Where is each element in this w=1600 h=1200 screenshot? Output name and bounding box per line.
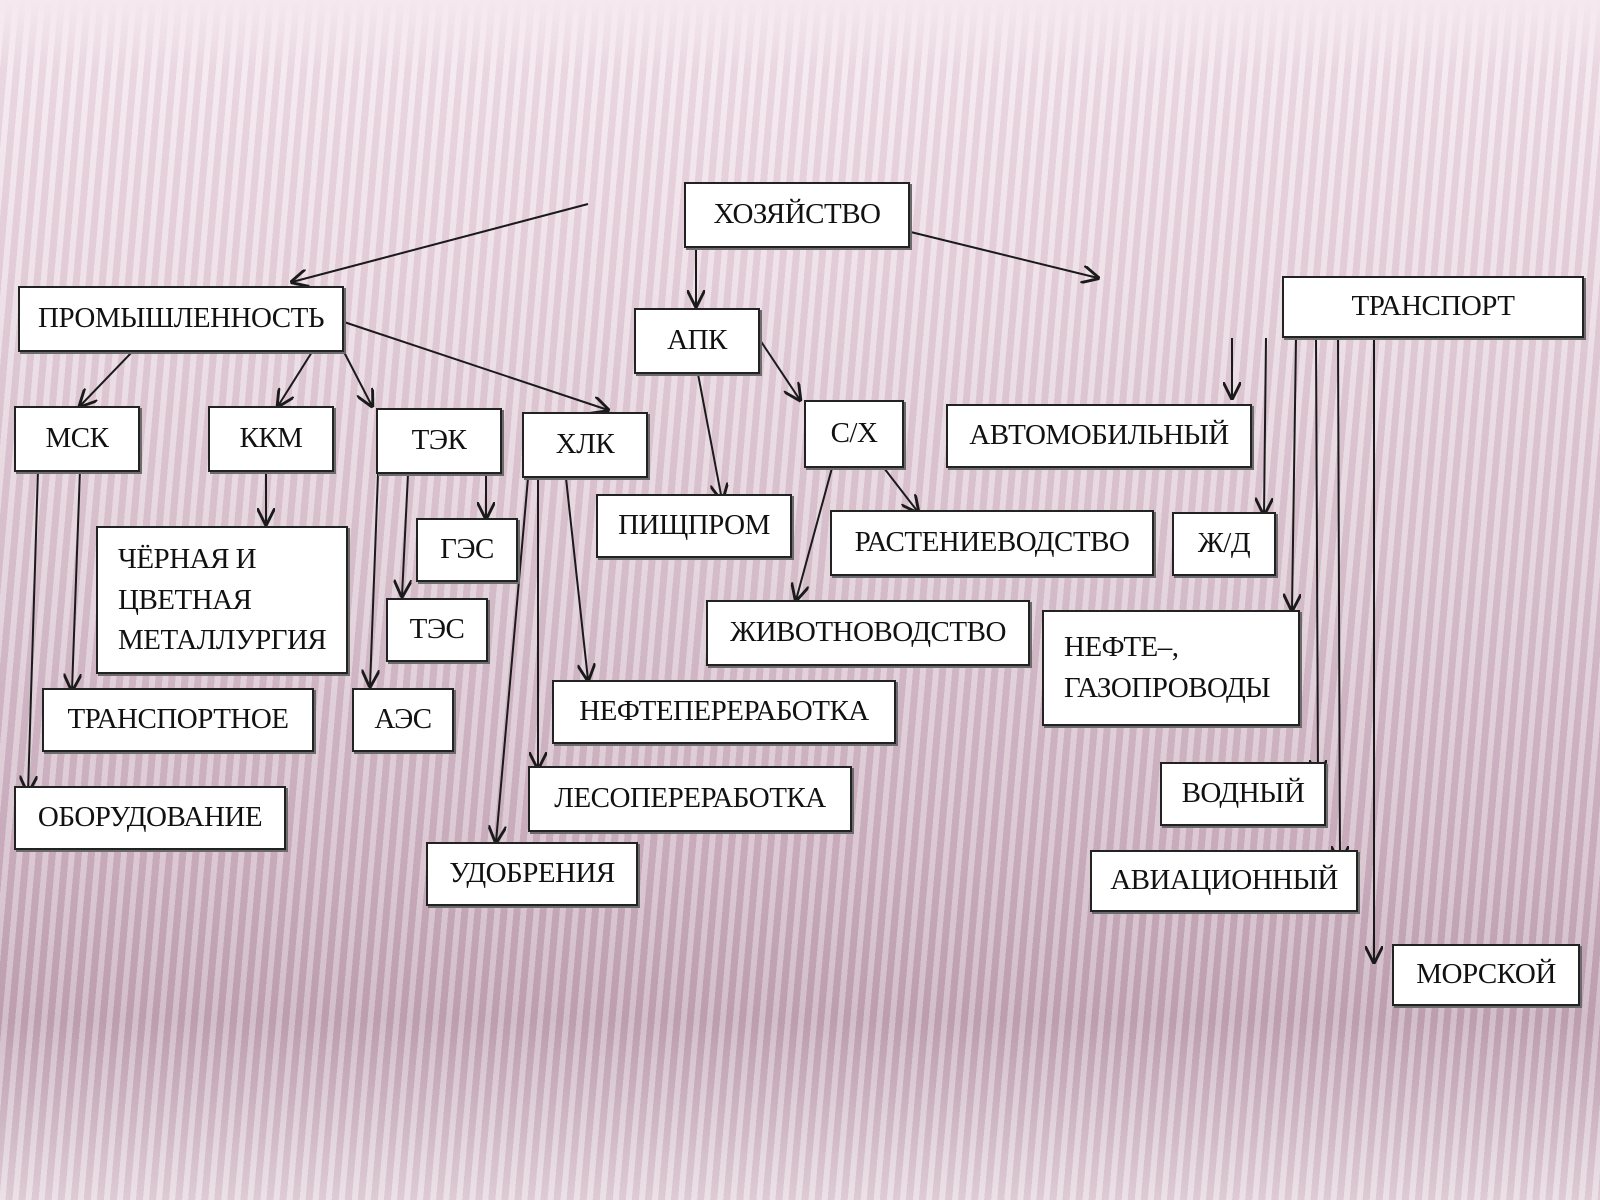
arrow-transport-to-water (1316, 337, 1318, 776)
node-sea-label: МОРСКОЙ (1416, 958, 1556, 991)
node-transport-equipment-label: ТРАНСПОРТНОЕ (67, 703, 289, 736)
node-msk: МСК (14, 406, 140, 472)
arrow-transport-to-air (1338, 337, 1340, 862)
arrow-root-to-industry (292, 203, 589, 282)
node-industry-label: ПРОМЫШЛЕННОСТЬ (38, 302, 324, 335)
node-metallurgy-line-1: ЧЁРНАЯ И (118, 543, 257, 576)
node-msk-label: МСК (45, 422, 109, 455)
node-fertilizers: УДОБРЕНИЯ (426, 842, 638, 906)
node-equipment: ОБОРУДОВАНИЕ (14, 786, 286, 850)
node-metallurgy: ЧЁРНАЯ И ЦВЕТНАЯ МЕТАЛЛУРГИЯ (96, 526, 348, 674)
node-ges: ГЭС (416, 518, 518, 582)
node-air: АВИАЦИОННЫЙ (1090, 850, 1358, 912)
arrow-hlk-to-oil-refining (565, 477, 588, 680)
arrow-tek-to-tes (402, 473, 408, 596)
node-metallurgy-line-2: ЦВЕТНАЯ (118, 583, 252, 616)
node-root-economy-label: ХОЗЯЙСТВО (713, 198, 881, 231)
node-livestock: ЖИВОТНОВОДСТВО (706, 600, 1030, 666)
node-aes-label: АЭС (374, 703, 432, 736)
node-agriculture: С/Х (804, 400, 904, 468)
node-wood-processing: ЛЕСОПЕРЕРАБОТКА (528, 766, 852, 832)
node-food-industry: ПИЩПРОМ (596, 494, 792, 558)
node-aes: АЭС (352, 688, 454, 752)
node-root-economy: ХОЗЯЙСТВО (684, 182, 910, 248)
node-wood-processing-label: ЛЕСОПЕРЕРАБОТКА (554, 782, 826, 815)
node-metallurgy-line-3: МЕТАЛЛУРГИЯ (118, 624, 327, 657)
arrow-industry-to-msk (80, 351, 133, 406)
node-pipelines-line-2: ГАЗОПРОВОДЫ (1064, 672, 1271, 704)
arrow-tek-to-aes (370, 473, 378, 686)
node-apk-label: АПК (667, 324, 727, 357)
arrow-apk-to-agriculture (759, 339, 800, 400)
arrow-msk-to-equipment (28, 469, 39, 792)
node-hlk: ХЛК (522, 412, 648, 478)
node-food-industry-label: ПИЩПРОМ (618, 509, 770, 542)
arrow-transport-to-pipelines (1292, 337, 1296, 610)
background-top-band (0, 0, 1600, 70)
arrow-industry-to-tek (343, 351, 372, 406)
node-transport: ТРАНСПОРТ (1282, 276, 1584, 338)
arrow-transport-to-rail (1264, 337, 1266, 514)
node-air-label: АВИАЦИОННЫЙ (1110, 864, 1338, 897)
node-kkm-label: ККМ (239, 422, 303, 455)
node-apk: АПК (634, 308, 760, 374)
node-transport-label: ТРАНСПОРТ (1351, 290, 1515, 323)
node-tek: ТЭК (376, 408, 502, 474)
node-ges-label: ГЭС (440, 533, 494, 566)
node-rail-label: Ж/Д (1197, 527, 1251, 560)
node-transport-equipment: ТРАНСПОРТНОЕ (42, 688, 314, 752)
node-auto: АВТОМОБИЛЬНЫЙ (946, 404, 1252, 468)
arrow-agriculture-to-livestock (796, 467, 833, 600)
node-pipelines: НЕФТЕ–, ГАЗОПРОВОДЫ (1042, 610, 1300, 726)
node-crop: РАСТЕНИЕВОДСТВО (830, 510, 1154, 576)
arrow-msk-to-transport-eq (72, 469, 80, 690)
node-tes: ТЭС (386, 598, 488, 662)
node-kkm: ККМ (208, 406, 334, 472)
arrow-industry-to-kkm (278, 351, 313, 406)
node-water: ВОДНЫЙ (1160, 762, 1326, 826)
node-oil-refining-label: НЕФТЕПЕРЕРАБОТКА (579, 695, 869, 728)
node-equipment-label: ОБОРУДОВАНИЕ (37, 801, 263, 834)
node-sea: МОРСКОЙ (1392, 944, 1580, 1006)
arrow-industry-to-hlk (343, 321, 608, 410)
node-tes-label: ТЭС (409, 613, 465, 646)
arrow-apk-to-food (697, 373, 722, 500)
node-livestock-label: ЖИВОТНОВОДСТВО (730, 616, 1006, 649)
arrow-hlk-to-fertilizers (496, 477, 529, 842)
node-oil-refining: НЕФТЕПЕРЕРАБОТКА (552, 680, 896, 744)
node-pipelines-line-1: НЕФТЕ–, (1064, 631, 1179, 664)
node-tek-label: ТЭК (411, 424, 467, 457)
node-hlk-label: ХЛК (555, 428, 615, 461)
node-agriculture-label: С/Х (830, 417, 878, 450)
node-auto-label: АВТОМОБИЛЬНЫЙ (969, 419, 1229, 452)
node-water-label: ВОДНЫЙ (1181, 777, 1305, 810)
arrow-agriculture-to-crop (883, 467, 918, 512)
node-industry: ПРОМЫШЛЕННОСТЬ (18, 286, 344, 352)
node-fertilizers-label: УДОБРЕНИЯ (449, 857, 615, 890)
node-rail: Ж/Д (1172, 512, 1276, 576)
node-crop-label: РАСТЕНИЕВОДСТВО (854, 526, 1130, 559)
